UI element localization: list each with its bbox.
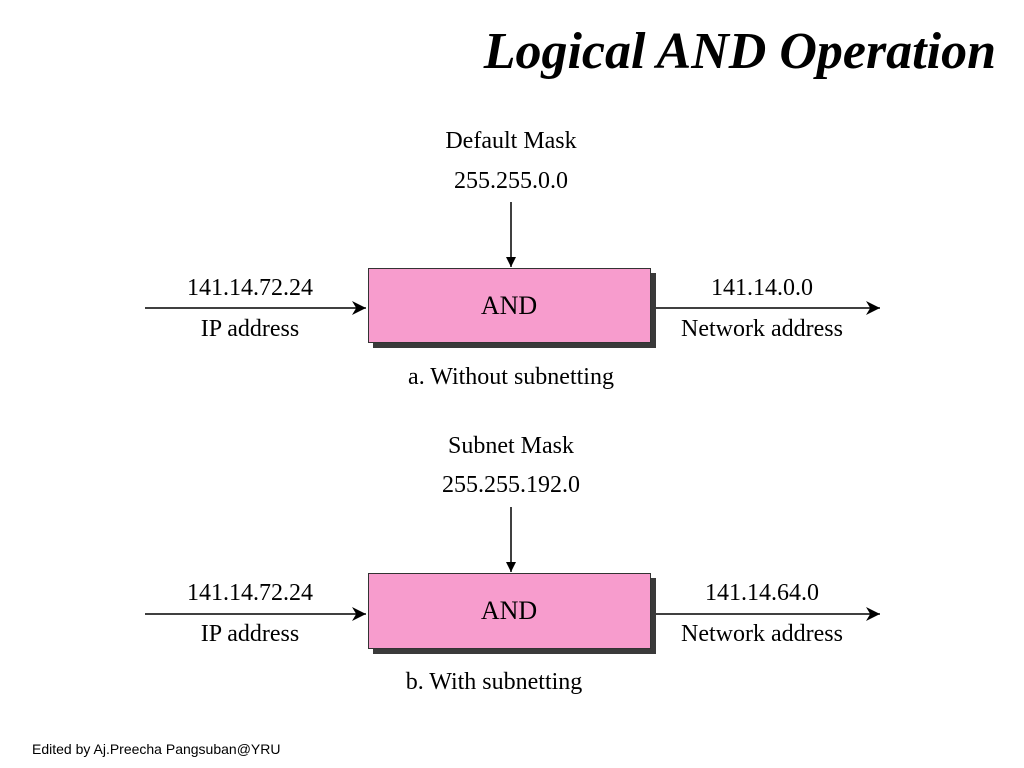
input-value-b: 141.14.72.24 <box>187 580 313 606</box>
page-title: Logical AND Operation <box>483 23 996 80</box>
footer-credit: Edited by Aj.Preecha Pangsuban@YRU <box>32 741 281 757</box>
and-label-b: AND <box>480 596 538 625</box>
mask-value-a: 255.255.0.0 <box>454 168 568 194</box>
input-value-a: 141.14.72.24 <box>187 275 313 301</box>
caption-b: b. With subnetting <box>405 669 583 695</box>
mask-name-a: Default Mask <box>445 128 577 154</box>
output-label-a: Network address <box>681 316 843 342</box>
mask-name-b: Subnet Mask <box>448 433 574 459</box>
and-box-b <box>368 573 651 649</box>
and-label-a: AND <box>480 291 538 320</box>
output-value-a: 141.14.0.0 <box>711 275 813 301</box>
mask-value-b: 255.255.192.0 <box>442 472 580 498</box>
output-value-b: 141.14.64.0 <box>705 580 819 606</box>
caption-a: a. Without subnetting <box>408 364 614 390</box>
input-label-a: IP address <box>200 316 300 342</box>
input-label-b: IP address <box>200 621 300 647</box>
output-label-b: Network address <box>681 621 843 647</box>
and-box-a <box>368 268 651 343</box>
